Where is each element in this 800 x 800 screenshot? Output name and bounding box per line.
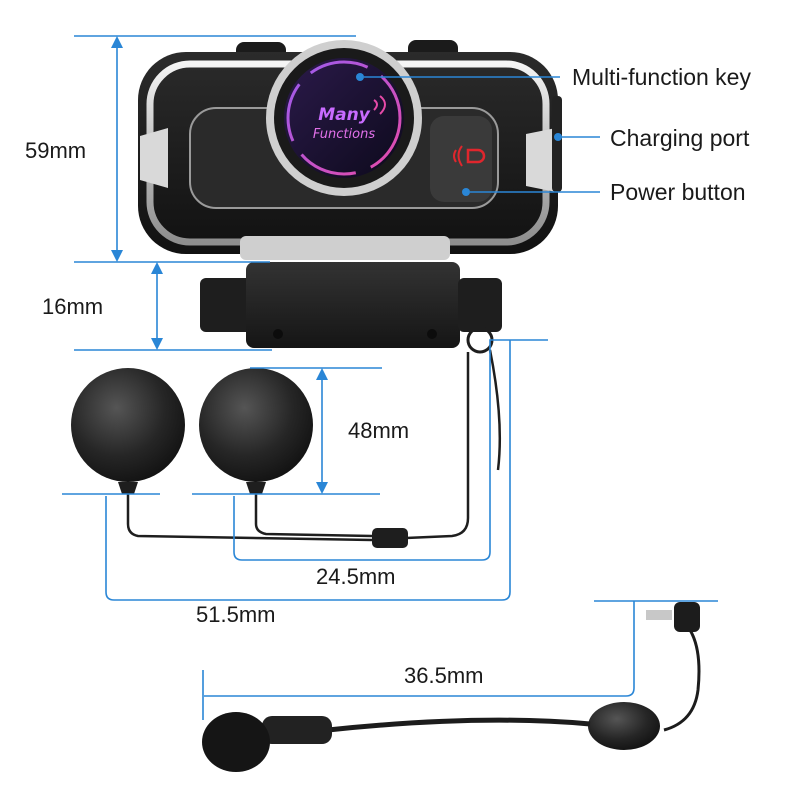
dim-label-59mm: 59mm — [25, 138, 86, 163]
clip-left-plug — [200, 278, 260, 332]
callout-power-button: Power button — [610, 179, 746, 205]
cable-right-speaker — [254, 494, 373, 538]
dimension-arrows — [111, 36, 562, 494]
clip-body — [246, 262, 460, 348]
dim-51-5-bracket — [105, 340, 511, 601]
cable-left-speaker — [126, 494, 373, 542]
badge-line-2: Functions — [313, 127, 375, 142]
dim-label-36-5mm: 36.5mm — [404, 663, 483, 688]
arrow-59-up — [111, 36, 123, 48]
intercom-unit: Many Functions — [138, 40, 562, 260]
clip-screw-left — [273, 329, 283, 339]
dim-label-16mm: 16mm — [42, 294, 103, 319]
speaker-right-stem — [246, 482, 266, 494]
cable-main — [405, 352, 470, 540]
speaker-right — [199, 368, 313, 482]
mic-base — [588, 702, 660, 750]
dim-label-24-5mm: 24.5mm — [316, 564, 395, 589]
mounting-clip — [200, 262, 502, 354]
clip-screw-right — [427, 329, 437, 339]
callout-charging-port: Charging port — [610, 125, 750, 151]
dot-charging — [554, 133, 562, 141]
dimension-lines — [62, 35, 718, 720]
dim-36-5-bracket — [204, 601, 635, 697]
bottom-chrome-tab — [240, 236, 450, 260]
left-chrome-accent — [140, 128, 168, 188]
clip-right-plug — [458, 278, 502, 332]
power-button-zone — [430, 116, 492, 202]
dot-power — [462, 188, 470, 196]
arrow-48-up — [316, 368, 328, 380]
cables — [126, 349, 502, 542]
charging-port — [552, 96, 562, 192]
mic-foam — [202, 712, 270, 772]
multi-function-key — [284, 58, 404, 178]
wave-icon — [453, 145, 463, 167]
arrow-48-down — [316, 482, 328, 494]
mic-neck — [262, 716, 332, 744]
cable-junction — [372, 528, 408, 548]
badge-line-1: Many — [318, 105, 370, 125]
callout-multi-function-key: Multi-function key — [572, 64, 751, 90]
arrow-16-down — [151, 338, 163, 350]
arrow-16-up — [151, 262, 163, 274]
cable-mic — [488, 349, 502, 471]
badge-glow-ring — [286, 60, 402, 176]
dim-label-51-5mm: 51.5mm — [196, 602, 275, 627]
mic-cable — [663, 629, 701, 732]
power-icon — [466, 148, 486, 164]
dim-label-48mm: 48mm — [348, 418, 409, 443]
arrow-59-down — [111, 250, 123, 262]
signal-icon — [373, 95, 386, 115]
dim-24-5-bracket — [233, 339, 548, 561]
speakers — [71, 368, 313, 494]
speaker-left — [71, 368, 185, 482]
right-chrome-accent — [526, 128, 556, 192]
dot-multi-function — [356, 73, 364, 81]
speaker-left-stem — [118, 482, 138, 494]
jack-plug-tip — [646, 610, 672, 620]
jack-plug-body — [674, 602, 700, 632]
microphone — [202, 602, 701, 772]
mic-boom — [327, 717, 591, 733]
